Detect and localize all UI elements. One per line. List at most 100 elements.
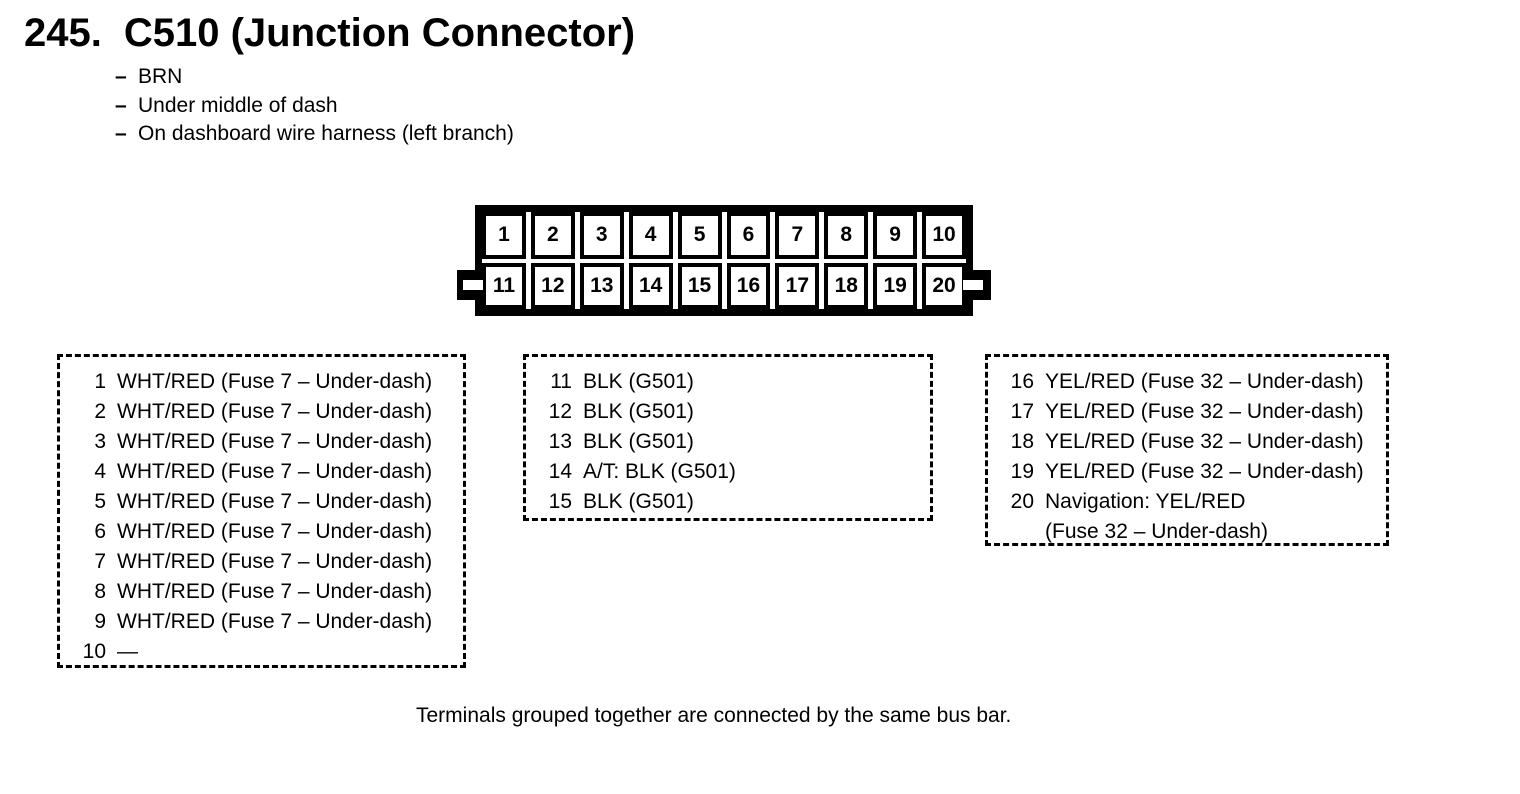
pin-label: BLK (G501) xyxy=(583,490,694,513)
pin-row: 18 YEL/RED (Fuse 32 – Under-dash) xyxy=(988,427,1386,457)
pin-number: 4 xyxy=(94,460,106,483)
dash-marker: – xyxy=(115,93,127,117)
pin-number: 10 xyxy=(82,640,106,663)
pin-row: 6 WHT/RED (Fuse 7 – Under-dash) xyxy=(60,517,463,547)
pin-label: WHT/RED (Fuse 7 – Under-dash) xyxy=(117,520,433,543)
pin-number: 11 xyxy=(550,370,572,393)
connector-pin-2: 2 xyxy=(530,212,575,259)
pin-number: 13 xyxy=(548,430,572,453)
connector-pin-10: 10 xyxy=(922,212,966,259)
pin-number: 16 xyxy=(1010,370,1034,393)
connector-pin-15: 15 xyxy=(677,262,722,309)
pin-number: 18 xyxy=(1010,430,1034,453)
pin-row: 1 WHT/RED (Fuse 7 – Under-dash) xyxy=(60,367,463,397)
pin-number: 14 xyxy=(548,460,572,483)
connector-pin-7: 7 xyxy=(775,212,820,259)
pin-number: 19 xyxy=(1010,460,1034,483)
section-number: 245. xyxy=(24,11,102,55)
pin-number: 8 xyxy=(94,580,106,603)
pin-row: 16 YEL/RED (Fuse 32 – Under-dash) xyxy=(988,367,1386,397)
pin-row: 7 WHT/RED (Fuse 7 – Under-dash) xyxy=(60,547,463,577)
connector-pin-8: 8 xyxy=(824,212,869,259)
pin-label: A/T: BLK (G501) xyxy=(583,460,736,483)
pin-row: 11 BLK (G501) xyxy=(526,367,930,397)
pin-number: 15 xyxy=(548,490,572,513)
pin-label: WHT/RED (Fuse 7 – Under-dash) xyxy=(117,580,433,603)
pin-label: YEL/RED (Fuse 32 – Under-dash) xyxy=(1045,430,1364,453)
connector-pin-3: 3 xyxy=(579,212,624,259)
pin-row: 14 A/T: BLK (G501) xyxy=(526,457,930,487)
pin-number: 12 xyxy=(548,400,572,423)
pin-number xyxy=(988,517,1034,547)
pin-label: WHT/RED (Fuse 7 – Under-dash) xyxy=(117,550,433,573)
pin-number: 9 xyxy=(94,610,106,633)
connector-pin-20: 20 xyxy=(922,262,966,309)
section-title: 245. C510 (Junction Connector) xyxy=(24,12,635,54)
footer-note: Terminals grouped together are connected… xyxy=(416,704,1012,727)
pin-row: 5 WHT/RED (Fuse 7 – Under-dash) xyxy=(60,487,463,517)
connector-pin-6: 6 xyxy=(726,212,771,259)
pin-number: 20 xyxy=(1010,490,1034,513)
pin-row: 3 WHT/RED (Fuse 7 – Under-dash) xyxy=(60,427,463,457)
connector-pin-16: 16 xyxy=(726,262,771,309)
pin-label: WHT/RED (Fuse 7 – Under-dash) xyxy=(117,430,433,453)
detail-text: Under middle of dash xyxy=(138,93,338,117)
pin-number: 2 xyxy=(94,400,106,423)
connector-pin-14: 14 xyxy=(628,262,673,309)
pin-row: 17 YEL/RED (Fuse 32 – Under-dash) xyxy=(988,397,1386,427)
detail-color: – BRN xyxy=(115,63,514,92)
right-latch-tab xyxy=(963,270,991,300)
connector-pin-12: 12 xyxy=(530,262,575,309)
dash-marker: – xyxy=(115,65,127,88)
dash-marker: – xyxy=(115,122,127,145)
pin-row: 2 WHT/RED (Fuse 7 – Under-dash) xyxy=(60,397,463,427)
connector-title: C510 (Junction Connector) xyxy=(123,11,636,55)
pin-row: 20 Navigation: YEL/RED xyxy=(988,487,1386,517)
pin-row: 9 WHT/RED (Fuse 7 – Under-dash) xyxy=(60,607,463,637)
pin-label: WHT/RED (Fuse 7 – Under-dash) xyxy=(117,400,433,423)
pin-number: 1 xyxy=(94,370,106,393)
detail-text: On dashboard wire harness (left branch) xyxy=(138,122,514,145)
detail-text: BRN xyxy=(138,65,183,88)
pin-row: 15 BLK (G501) xyxy=(526,487,930,517)
connector-pin-19: 19 xyxy=(873,262,918,309)
pin-label: BLK (G501) xyxy=(583,370,694,393)
connector-pin-4: 4 xyxy=(628,212,673,259)
pin-label: WHT/RED (Fuse 7 – Under-dash) xyxy=(117,610,433,633)
pin-row: 12 BLK (G501) xyxy=(526,397,930,427)
pin-number: 5 xyxy=(94,490,106,513)
pin-number: 17 xyxy=(1010,400,1034,423)
detail-harness: – On dashboard wire harness (left branch… xyxy=(115,120,514,149)
connector-pin-5: 5 xyxy=(677,212,722,259)
pin-number: 6 xyxy=(94,520,106,543)
pin-row: 10 — xyxy=(60,637,463,667)
pin-label: Navigation: YEL/RED xyxy=(1045,490,1246,513)
pin-label: YEL/RED (Fuse 32 – Under-dash) xyxy=(1045,370,1364,393)
pin-label: (Fuse 32 – Under-dash) xyxy=(1045,520,1268,543)
pin-label: BLK (G501) xyxy=(583,400,694,423)
pin-number: 3 xyxy=(94,430,106,453)
pin-label: BLK (G501) xyxy=(583,430,694,453)
connector-pin-9: 9 xyxy=(873,212,918,259)
pin-label: WHT/RED (Fuse 7 – Under-dash) xyxy=(117,370,433,393)
connector-pin-13: 13 xyxy=(579,262,624,309)
left-latch-tab xyxy=(457,270,483,300)
connector-pin-11: 11 xyxy=(482,262,526,309)
connector-details-list: – BRN – Under middle of dash – On dashbo… xyxy=(115,63,514,149)
connector-pin-17: 17 xyxy=(775,262,820,309)
pin-label: YEL/RED (Fuse 32 – Under-dash) xyxy=(1045,400,1364,423)
detail-location: – Under middle of dash xyxy=(115,92,514,121)
pin-number: 7 xyxy=(94,550,106,573)
pin-row-continuation: (Fuse 32 – Under-dash) xyxy=(988,517,1386,547)
pin-row: 8 WHT/RED (Fuse 7 – Under-dash) xyxy=(60,577,463,607)
pin-label: — xyxy=(117,640,138,663)
pin-label: WHT/RED (Fuse 7 – Under-dash) xyxy=(117,490,433,513)
connector-pin-18: 18 xyxy=(824,262,869,309)
